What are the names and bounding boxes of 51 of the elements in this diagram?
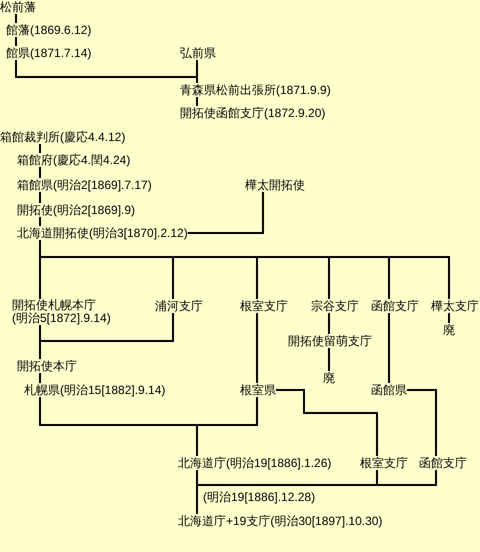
node-label: 廃 [323, 371, 335, 385]
node-label: 開拓使本庁 [17, 359, 77, 373]
edge-label: (明治19[1886].12.28) [203, 490, 316, 504]
connector-line [196, 397, 258, 456]
date-label: (明治5[1872].9.14) [12, 312, 111, 325]
connector-line [276, 389, 378, 456]
connector-line [39, 373, 41, 383]
node-label: 開拓使(明治2[1869].9) [17, 203, 136, 217]
node-label: 開拓使札幌本庁 [12, 299, 97, 312]
node-label: 根室県 [240, 383, 276, 397]
connector-line [15, 14, 17, 23]
connector-line [39, 144, 41, 153]
node-label: 樺太支庁 [431, 299, 479, 313]
node-label: 開拓使函館支庁(1872.9.20) [180, 106, 326, 120]
node-label: 札幌県(明治15[1882].9.14) [24, 383, 166, 397]
node-label: 開拓使留萌支庁 [288, 334, 372, 348]
connector-line [188, 192, 264, 234]
node-label: 箱館県(明治2[1869].7.17) [17, 178, 152, 192]
connector-line [328, 348, 330, 371]
node-label: 箱館裁判所(慶応4.4.12) [0, 130, 126, 144]
node-label: 北海道庁+19支庁(明治30[1897].10.30) [178, 514, 382, 528]
connector-line [39, 192, 41, 203]
node-label: 北海道庁(明治19[1886].1.26) [178, 456, 332, 470]
connector-line [256, 313, 258, 383]
node-label: 宗谷支庁 [311, 299, 359, 313]
node-label: 青森県松前出張所(1871.9.9) [180, 83, 331, 97]
node-label: 函館支庁 [419, 456, 467, 470]
node-label: 松前藩 [0, 0, 36, 14]
connector-line [407, 389, 437, 456]
connector-line [39, 217, 41, 226]
connector-line [39, 313, 174, 359]
connector-line [196, 97, 198, 106]
node-label: 館藩(1869.6.12) [6, 23, 92, 37]
connector-line [39, 167, 41, 178]
connector-line [196, 60, 198, 83]
node-label: 弘前県 [180, 46, 216, 60]
connector-line [388, 313, 390, 383]
node-label: 函館県 [371, 383, 407, 397]
connector-line [196, 470, 437, 514]
node-label: 廃 [443, 323, 455, 337]
connector-line [328, 313, 330, 334]
node-label: 函館支庁 [371, 299, 419, 313]
node-label: 箱館府(慶応4.閏4.24) [17, 153, 130, 167]
node-label: 浦河支庁 [155, 299, 203, 313]
node-label: 館県(1871.7.14) [6, 46, 92, 60]
connector-line [448, 313, 450, 323]
node-label: 根室支庁 [240, 299, 288, 313]
node-label: 樺太開拓使 [245, 178, 305, 192]
node-label: 根室支庁 [360, 456, 408, 470]
node-label: 北海道開拓使(明治3[1870].2.12) [17, 226, 188, 240]
connector-line [15, 37, 17, 46]
